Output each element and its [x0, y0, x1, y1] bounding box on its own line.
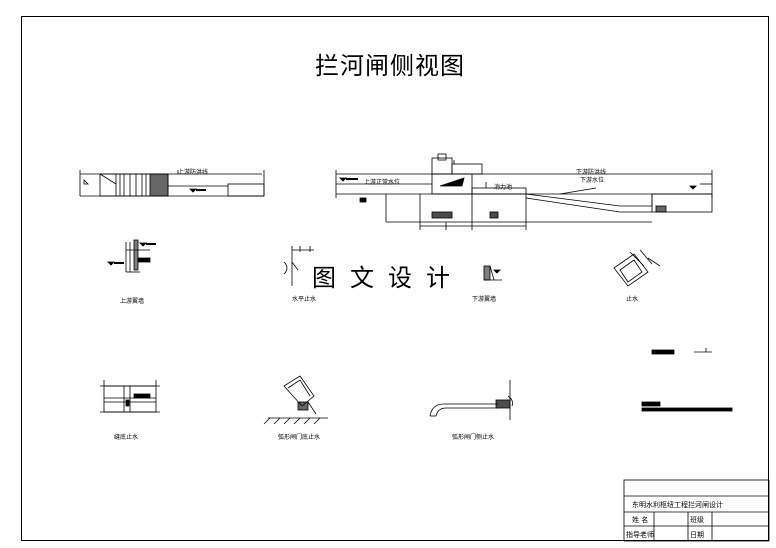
label-horizontal-seal: 水平止水 [292, 296, 317, 303]
title-block-name-label: 姓 名 [632, 516, 649, 524]
title-block-date-label: 日期 [690, 531, 704, 539]
label-downstream-flood: 下游防洪线 [576, 169, 607, 176]
gate-side-seal-detail [429, 380, 513, 420]
title-block [623, 479, 770, 542]
sheet-border [21, 16, 769, 541]
label-upstream-normal: 上游正常水位 [364, 179, 401, 186]
main-profile [335, 153, 713, 230]
seal-detail [613, 249, 661, 287]
downstream-wall-detail [483, 265, 502, 281]
horizontal-seal-detail [283, 246, 314, 286]
label-apron: 消力池 [494, 184, 513, 191]
upstream-elevation [79, 170, 265, 197]
title-block-project: 东明水利枢纽工程拦河闸设计 [632, 501, 723, 509]
gate-bottom-seal-detail [263, 375, 328, 425]
drawing-title: 拦河闸侧视图 [315, 52, 465, 80]
upstream-wall-detail [107, 239, 156, 273]
watermark: 图文设计 [312, 264, 464, 292]
label-gate-bottom-seal: 弧形闸门底止水 [278, 434, 321, 441]
label-upstream-flood: 上游防洪线 [178, 169, 209, 176]
label-downstream-wall: 下游翼墙 [472, 296, 497, 303]
label-upstream-wall: 上游翼墙 [120, 298, 145, 305]
title-block-class-label: 班级 [690, 516, 704, 524]
title-block-advisor-label: 指导老师 [626, 531, 654, 539]
label-gate-side-seal: 弧形闸门侧止水 [452, 434, 495, 441]
label-seal: 止水 [626, 296, 639, 303]
label-joint-seal: 缝底止水 [114, 434, 139, 441]
joint-seal-detail [100, 380, 160, 413]
label-downstream-level: 下游水位 [580, 177, 605, 184]
legend-bars [641, 348, 733, 412]
